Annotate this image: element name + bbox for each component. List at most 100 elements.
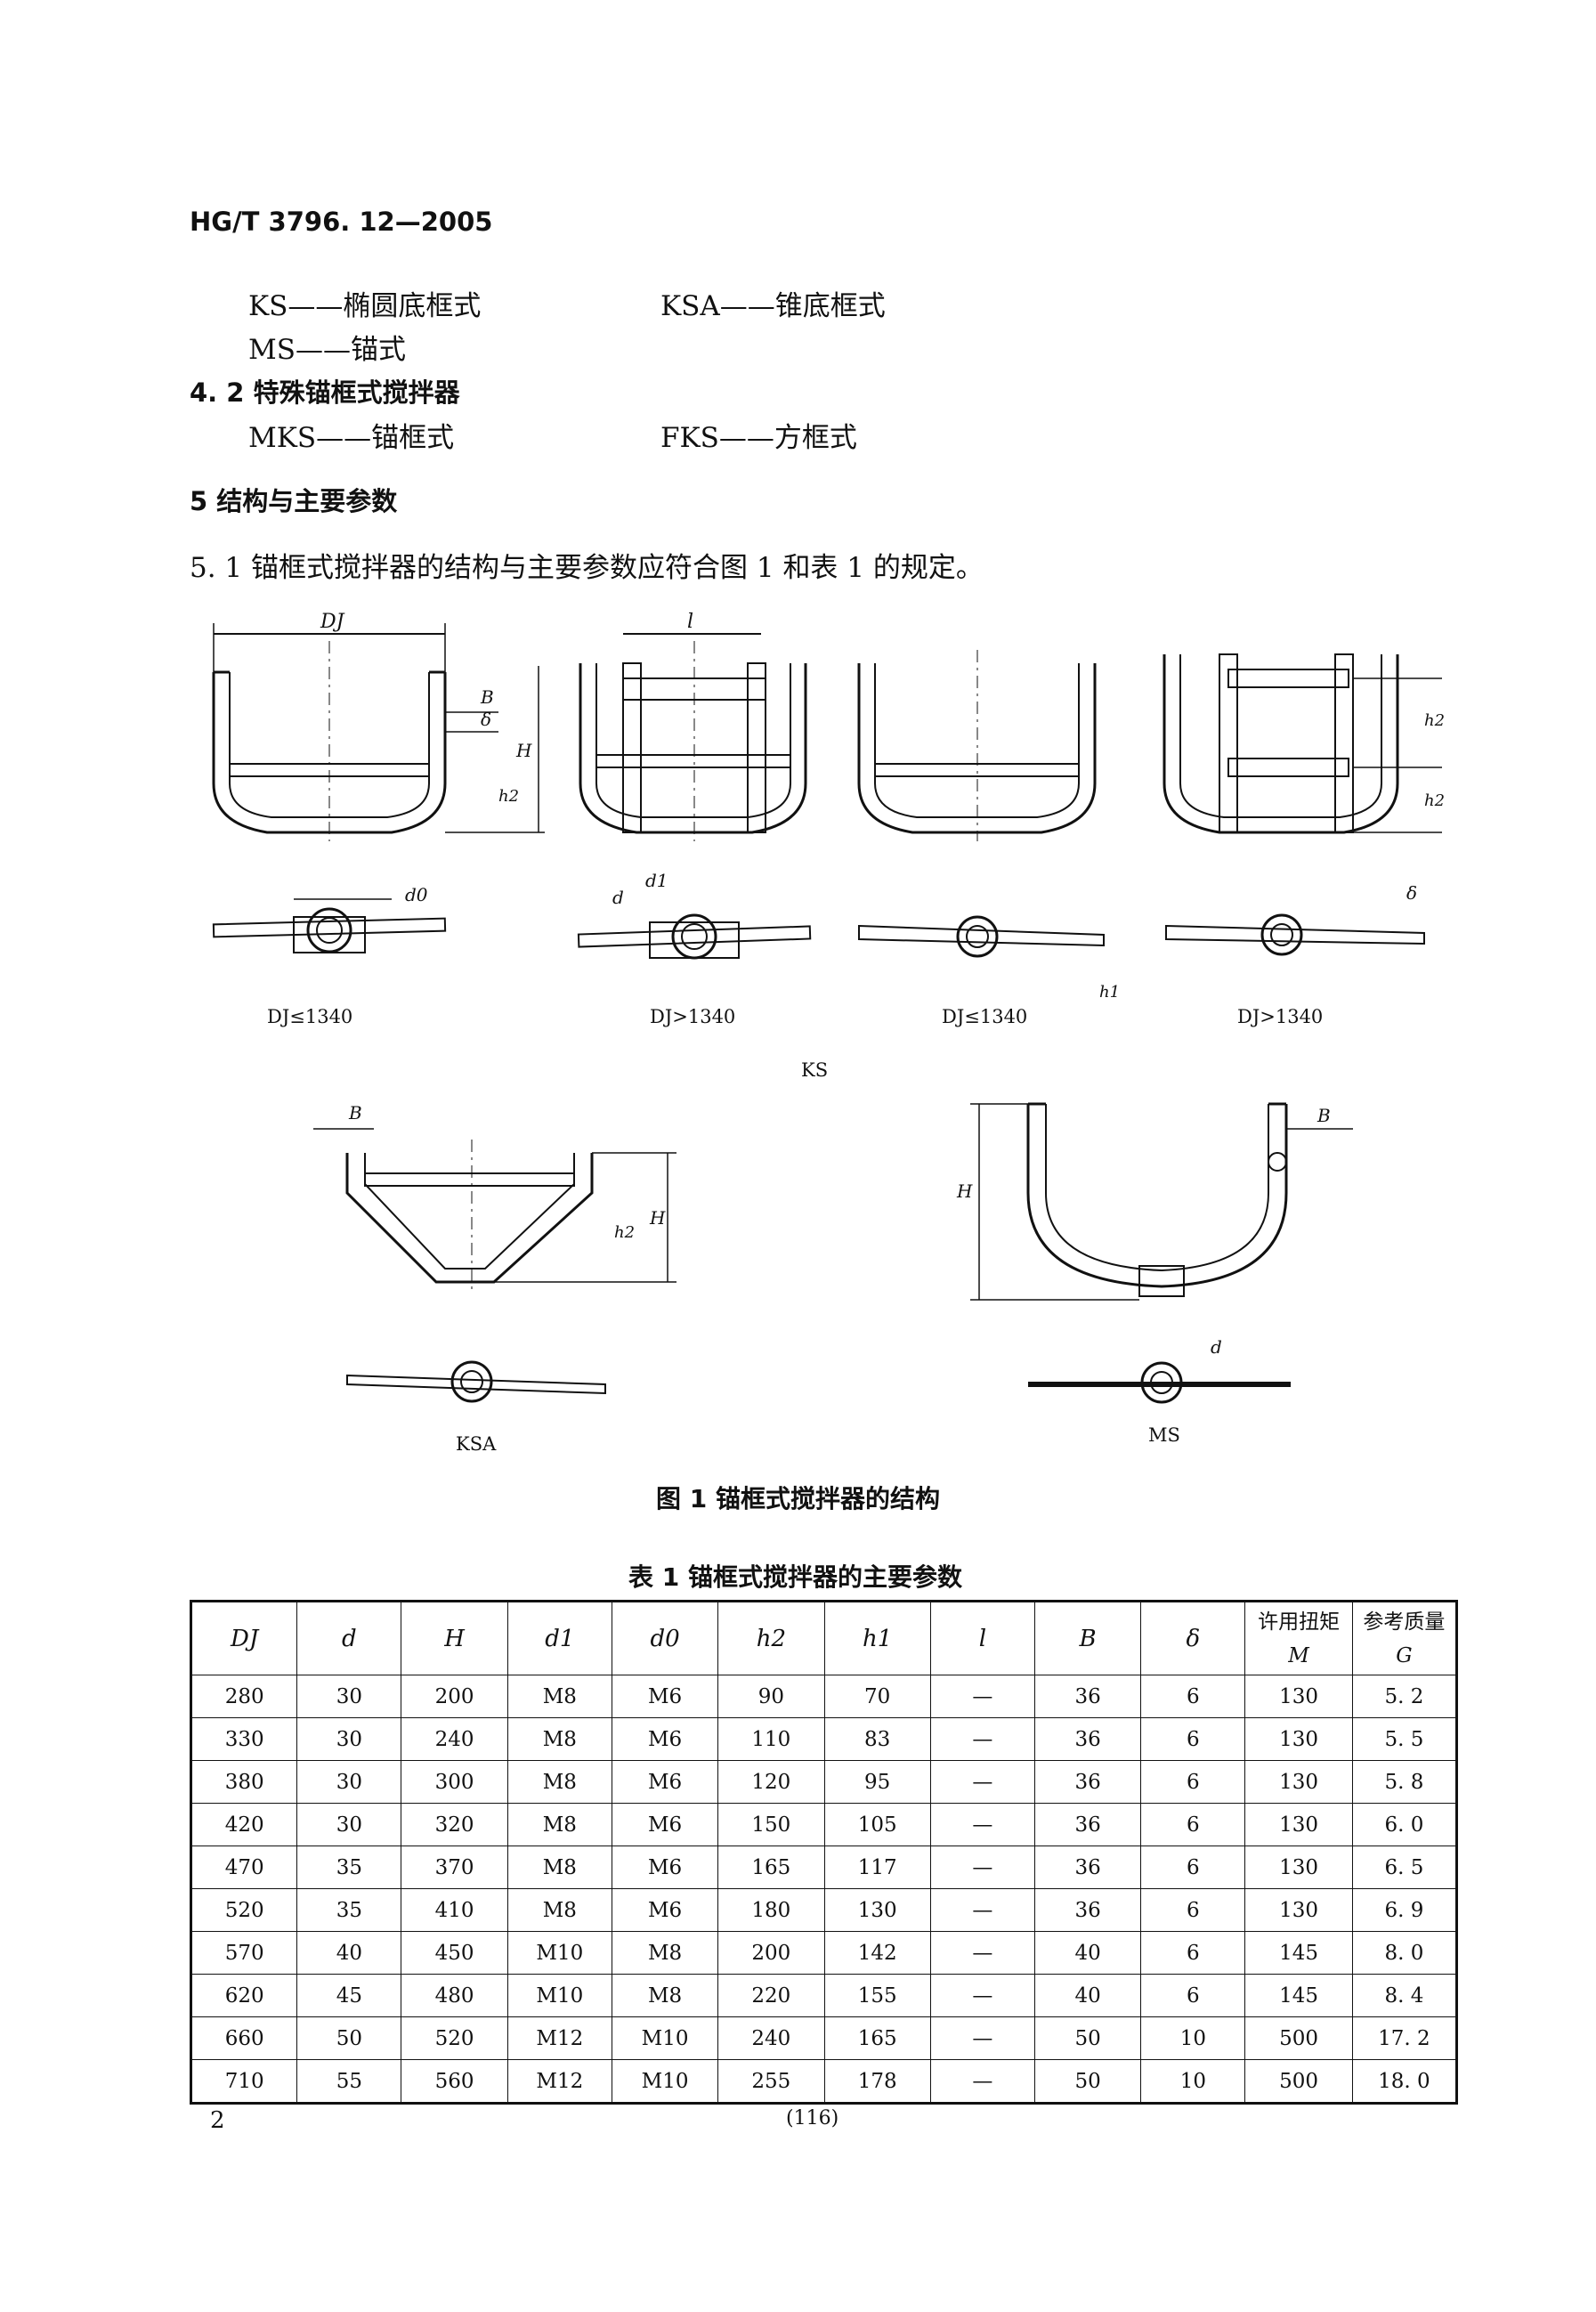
section-5-title: 5 结构与主要参数	[190, 486, 398, 516]
table-cell: 142	[823, 1931, 931, 1975]
figure-caption: 图 1 锚框式搅拌器的结构	[656, 1484, 940, 1513]
col-header: h2	[717, 1601, 825, 1675]
table-cell: 240	[717, 2016, 825, 2060]
table-cell: 5. 8	[1351, 1760, 1458, 1804]
table-cell: 320	[401, 1803, 508, 1846]
table-cell: 620	[190, 1974, 298, 2017]
section-5-1-text: 5. 1 锚框式搅拌器的结构与主要参数应符合图 1 和表 1 的规定。	[190, 552, 984, 584]
col-header: δ	[1140, 1601, 1246, 1675]
label-d0: d0	[405, 884, 428, 905]
table-cell: M8	[506, 1846, 612, 1889]
ksa-drawing: B H h2	[313, 1102, 676, 1403]
table-cell: M6	[611, 1717, 719, 1761]
table-cell: M8	[506, 1675, 612, 1718]
page-number: 2	[210, 2107, 225, 2134]
col-header: d1	[506, 1601, 612, 1675]
col-header: l	[929, 1601, 1035, 1675]
table-cell: —	[929, 2016, 1035, 2060]
table-cell: 300	[401, 1760, 508, 1804]
table-cell: 30	[296, 1760, 402, 1804]
table-cell: 480	[401, 1974, 508, 2017]
label-h2-ksa: h2	[614, 1223, 635, 1242]
label-b-ms: B	[1316, 1105, 1331, 1126]
table-cell: 36	[1033, 1675, 1142, 1718]
table-cell: 410	[401, 1888, 508, 1932]
col-header: B	[1033, 1601, 1142, 1675]
table-cell: 35	[296, 1846, 402, 1889]
table-cell: 570	[190, 1931, 298, 1975]
table-cell: 130	[1244, 1717, 1353, 1761]
type-mks: MKS——锚框式	[248, 422, 455, 454]
table-cell: 240	[401, 1717, 508, 1761]
table-cell: 520	[190, 1888, 298, 1932]
table-cell: —	[929, 1974, 1035, 2017]
table-cell: M8	[611, 1974, 719, 2017]
table-cell: 36	[1033, 1760, 1142, 1804]
table-cell: M10	[506, 1931, 612, 1975]
table-cell: 105	[823, 1803, 931, 1846]
table-cell: 40	[296, 1931, 402, 1975]
ksa-label: KSA	[456, 1433, 497, 1455]
table-cell: M8	[506, 1803, 612, 1846]
table-cell: 130	[1244, 1803, 1353, 1846]
table-cell: 6	[1140, 1846, 1246, 1889]
ks-cond-2: DJ>1340	[650, 1006, 736, 1027]
table-cell: 8. 4	[1351, 1974, 1458, 2017]
col-header: DJ	[190, 1601, 298, 1675]
label-h-ksa: H	[649, 1207, 666, 1229]
type-fks: FKS——方框式	[660, 422, 857, 454]
table-cell: 178	[823, 2059, 931, 2104]
label-l: l	[687, 611, 693, 633]
table-cell: 18. 0	[1351, 2059, 1458, 2104]
table-cell: 500	[1244, 2059, 1353, 2104]
table-cell: 30	[296, 1717, 402, 1761]
table-cell: 145	[1244, 1974, 1353, 2017]
table-cell: M6	[611, 1760, 719, 1804]
table-cell: 55	[296, 2059, 402, 2104]
table-cell: —	[929, 1931, 1035, 1975]
table-cell: 155	[823, 1974, 931, 2017]
table-cell: 380	[190, 1760, 298, 1804]
ms-label: MS	[1148, 1424, 1180, 1446]
table-cell: —	[929, 1846, 1035, 1889]
table-cell: 560	[401, 2059, 508, 2104]
table-cell: 165	[717, 1846, 825, 1889]
table-cell: 30	[296, 1675, 402, 1718]
table-cell: 50	[1033, 2059, 1142, 2104]
table-cell: M8	[506, 1760, 612, 1804]
ks-cond-4: DJ>1340	[1237, 1006, 1324, 1027]
table-cell: 40	[1033, 1974, 1142, 2017]
table-cell: 370	[401, 1846, 508, 1889]
type-ks: KS——椭圆底框式	[248, 290, 482, 322]
table-cell: —	[929, 1803, 1035, 1846]
table-cell: M10	[611, 2016, 719, 2060]
label-delta-4: δ	[1406, 882, 1417, 904]
table-cell: 470	[190, 1846, 298, 1889]
table-cell: 10	[1140, 2059, 1246, 2104]
table-cell: 150	[717, 1803, 825, 1846]
table-cell: 6	[1140, 1803, 1246, 1846]
table-cell: 17. 2	[1351, 2016, 1458, 2060]
table-cell: 8. 0	[1351, 1931, 1458, 1975]
table-cell: 120	[717, 1760, 825, 1804]
ks-cond-1: DJ≤1340	[267, 1006, 353, 1027]
table-cell: —	[929, 1675, 1035, 1718]
table-cell: 6	[1140, 1760, 1246, 1804]
table-cell: 40	[1033, 1931, 1142, 1975]
label-h-1: H	[515, 740, 532, 761]
col-header: d0	[611, 1601, 719, 1675]
table-cell: 660	[190, 2016, 298, 2060]
section-4-2: 4. 2 特殊锚框式搅拌器	[190, 377, 460, 408]
standard-number: HG/T 3796. 12—2005	[190, 207, 493, 237]
table-cell: 6. 5	[1351, 1846, 1458, 1889]
table-cell: 130	[1244, 1675, 1353, 1718]
table-cell: 50	[296, 2016, 402, 2060]
